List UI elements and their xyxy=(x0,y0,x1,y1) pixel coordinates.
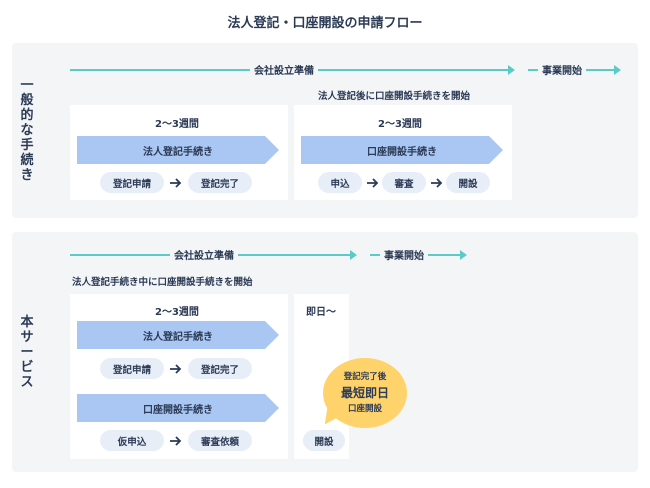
timeline-arrow-icon xyxy=(614,65,621,75)
general-timeline: 会社設立準備 事業開始 xyxy=(70,62,625,77)
step-pill: 仮申込 xyxy=(100,430,164,451)
account-bar: 口座開設手続き xyxy=(77,394,279,422)
step-pill: 登記完了 xyxy=(188,358,252,379)
timeline-arrow-icon xyxy=(460,250,467,260)
timeline-prep-label: 会社設立準備 xyxy=(250,62,318,77)
arrow-right-icon xyxy=(367,178,379,188)
registration-bar: 法人登記手続き xyxy=(77,136,279,164)
page-title: 法人登記・口座開設の申請フロー xyxy=(227,16,423,31)
arrow-right-icon xyxy=(170,364,182,374)
period-label: 即日〜 xyxy=(306,307,336,318)
general-label: 一般的な手続き xyxy=(20,78,34,183)
general-note: 法人登記後に口座開設手続きを開始 xyxy=(318,91,471,102)
registration-bar: 法人登記手続き xyxy=(77,321,279,349)
step-pill: 登記申請 xyxy=(100,358,164,379)
step-pill: 開設 xyxy=(303,430,345,451)
arrow-right-icon xyxy=(431,178,443,188)
period-label: 2〜3週間 xyxy=(155,119,199,130)
arrow-right-icon xyxy=(170,178,182,188)
timeline-arrow-icon xyxy=(350,250,357,260)
period-label: 2〜3週間 xyxy=(155,307,199,318)
bubble-line2: 最短即日 xyxy=(340,386,389,400)
step-pill: 申込 xyxy=(318,172,362,193)
highlight-bubble: 登記完了後 最短即日 口座開設 xyxy=(323,358,407,428)
bubble-line3: 口座開設 xyxy=(347,404,382,414)
timeline-start-label: 事業開始 xyxy=(380,247,428,262)
period-label: 2〜3週間 xyxy=(378,119,422,130)
step-pill: 開設 xyxy=(446,172,490,193)
timeline-prep-label: 会社設立準備 xyxy=(170,247,238,262)
service-label: 本サービス xyxy=(20,315,34,390)
timeline-start-label: 事業開始 xyxy=(538,62,586,77)
timeline-arrow-icon xyxy=(508,65,515,75)
step-pill: 審査依頼 xyxy=(188,430,252,451)
step-pill: 登記完了 xyxy=(188,172,252,193)
service-note: 法人登記手続き中に口座開設手続きを開始 xyxy=(72,277,253,288)
step-pill: 登記申請 xyxy=(100,172,164,193)
arrow-right-icon xyxy=(170,436,182,446)
step-pill: 審査 xyxy=(382,172,426,193)
account-bar: 口座開設手続き xyxy=(301,136,503,164)
bubble-line1: 登記完了後 xyxy=(343,372,387,382)
service-timeline: 会社設立準備 事業開始 xyxy=(70,247,470,262)
